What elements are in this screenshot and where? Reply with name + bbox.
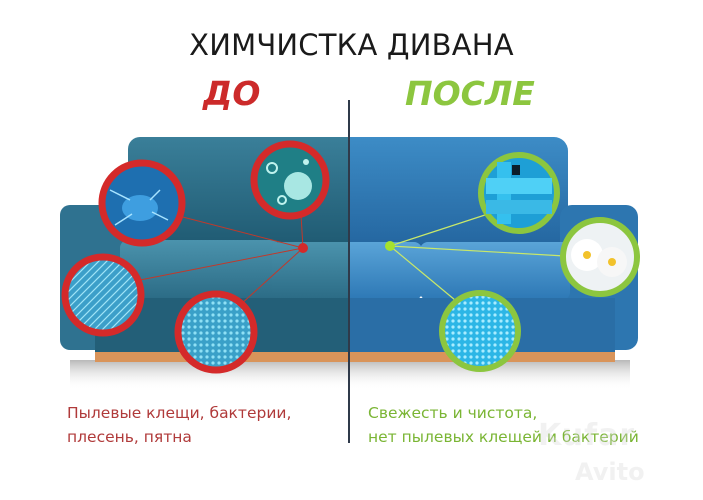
after-pointer-dot	[385, 241, 395, 251]
before-label: ДО	[203, 74, 261, 113]
before-description: Пылевые клещи, бактерии, плесень, пятна	[67, 401, 291, 449]
before-description-line2: плесень, пятна	[67, 428, 192, 446]
after-connectors	[389, 213, 566, 301]
before-description-line1: Пылевые клещи, бактерии,	[67, 404, 292, 422]
after-description-line1: Свежесть и чистота,	[368, 404, 538, 422]
fabric-icon	[174, 290, 258, 374]
after-description-line2: нет пылевых клещей и бактерий	[368, 428, 639, 446]
page-title: ХИМЧИСТКА ДИВАНА	[189, 28, 514, 62]
virus-icon	[250, 140, 330, 220]
after-description: Свежесть и чистота, нет пылевых клещей и…	[368, 401, 639, 449]
weave-icon	[478, 152, 560, 234]
watermark-avito: Avito	[575, 458, 645, 486]
before-after-divider	[348, 100, 350, 443]
before-connectors	[139, 197, 304, 306]
after-label: ПОСЛЕ	[405, 74, 535, 113]
before-pointer-dot	[298, 243, 308, 253]
fabric-icon	[439, 290, 521, 372]
flower-icon	[560, 217, 640, 297]
watermark-kufar: Kufar	[538, 418, 636, 453]
watermark: Kufar Avito	[480, 418, 700, 498]
mold-icon	[61, 253, 145, 337]
dust-mite-icon	[98, 159, 186, 247]
